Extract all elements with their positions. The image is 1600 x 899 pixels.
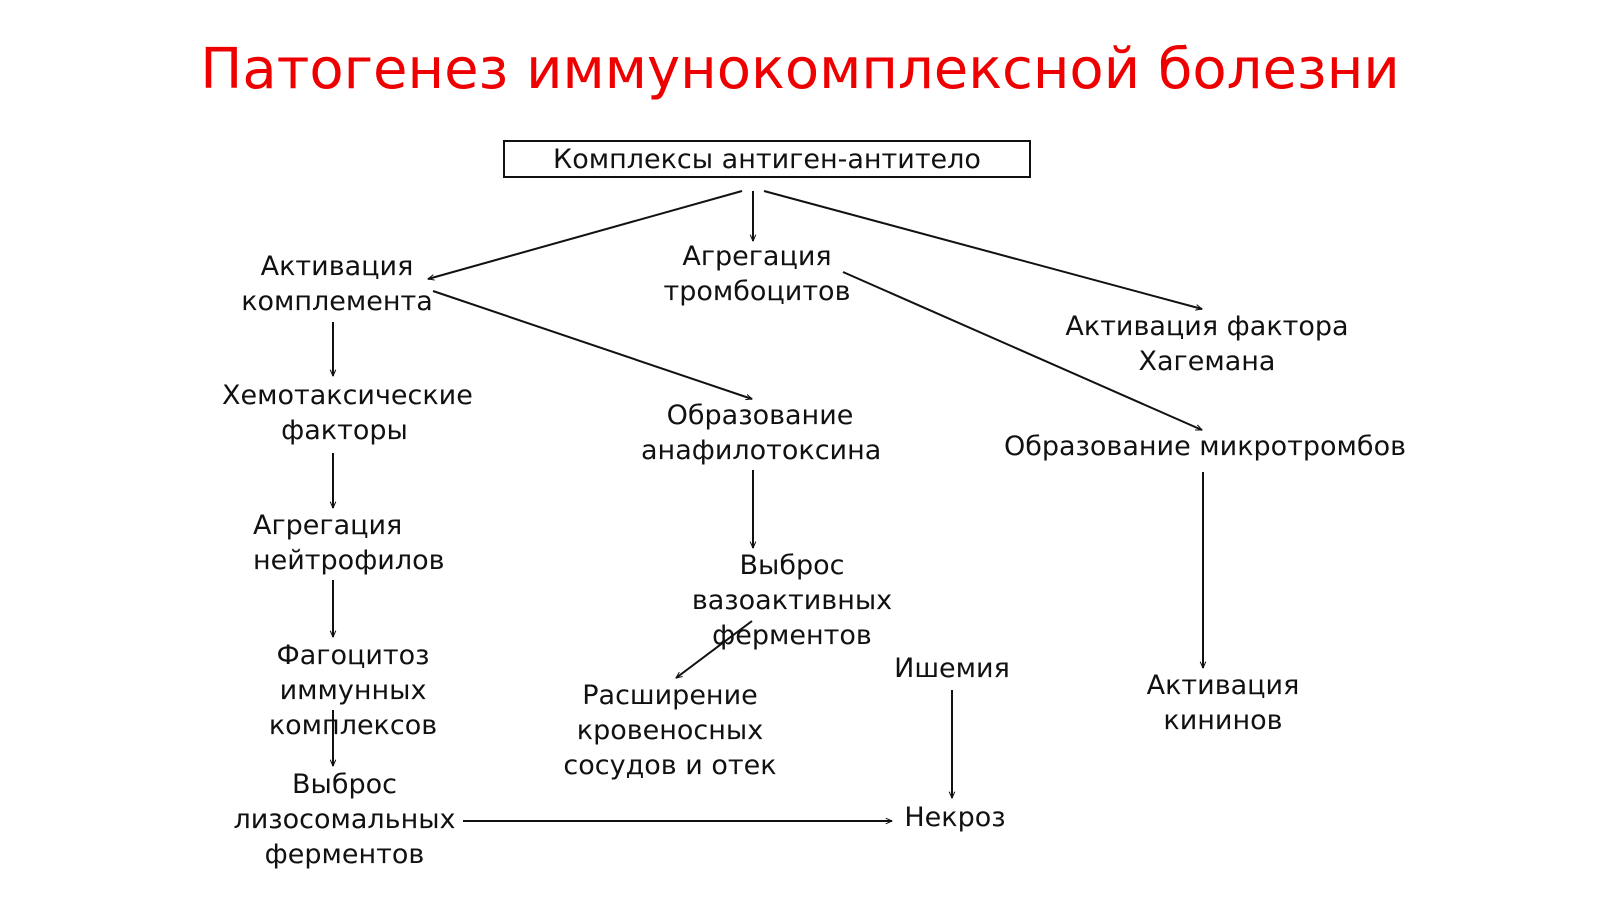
node-vasodilation-edema: Расширение кровеносных сосудов и отек xyxy=(563,680,777,781)
node-kinin-activation: Активация кининов xyxy=(1146,670,1300,736)
node-complement-activation: Активация комплемента xyxy=(241,251,433,317)
node-lysosomal-release: Выброс лизосомальных ферментов xyxy=(233,769,456,870)
node-antigen-antibody-complexes: Комплексы антиген-антитело xyxy=(503,140,1031,178)
page-title: Патогенез иммунокомплексной болезни xyxy=(200,37,1400,102)
node-microthrombi-formation: Образование микротромбов xyxy=(1003,431,1407,462)
arrow-vasoactive-to-vasodilation xyxy=(676,620,753,679)
arrow-platelets-to-microthrombi xyxy=(842,271,1202,431)
node-platelet-aggregation: Агрегация тромбоцитов xyxy=(663,241,851,307)
node-chemotactic-factors: Хемотаксические факторы xyxy=(222,380,473,446)
arrow-root-to-hageman xyxy=(763,190,1202,309)
node-necrosis: Некроз xyxy=(904,802,1006,833)
arrow-root-to-complement xyxy=(428,190,743,279)
node-ischemia: Ишемия xyxy=(894,653,1010,684)
node-neutrophil-aggregation: Агрегация нейтрофилов xyxy=(253,510,445,576)
arrow-complement-to-anaphylatoxin xyxy=(432,290,752,399)
node-immune-complex-phagocytosis: Фагоцитоз иммунных комплексов xyxy=(268,640,438,741)
node-hageman-factor-activation: Активация фактора Хагемана xyxy=(1065,311,1349,377)
node-vasoactive-release: Выброс вазоактивных ферментов xyxy=(691,550,893,651)
node-anaphylatoxin-formation: Образование анафилотоксина xyxy=(641,400,882,466)
